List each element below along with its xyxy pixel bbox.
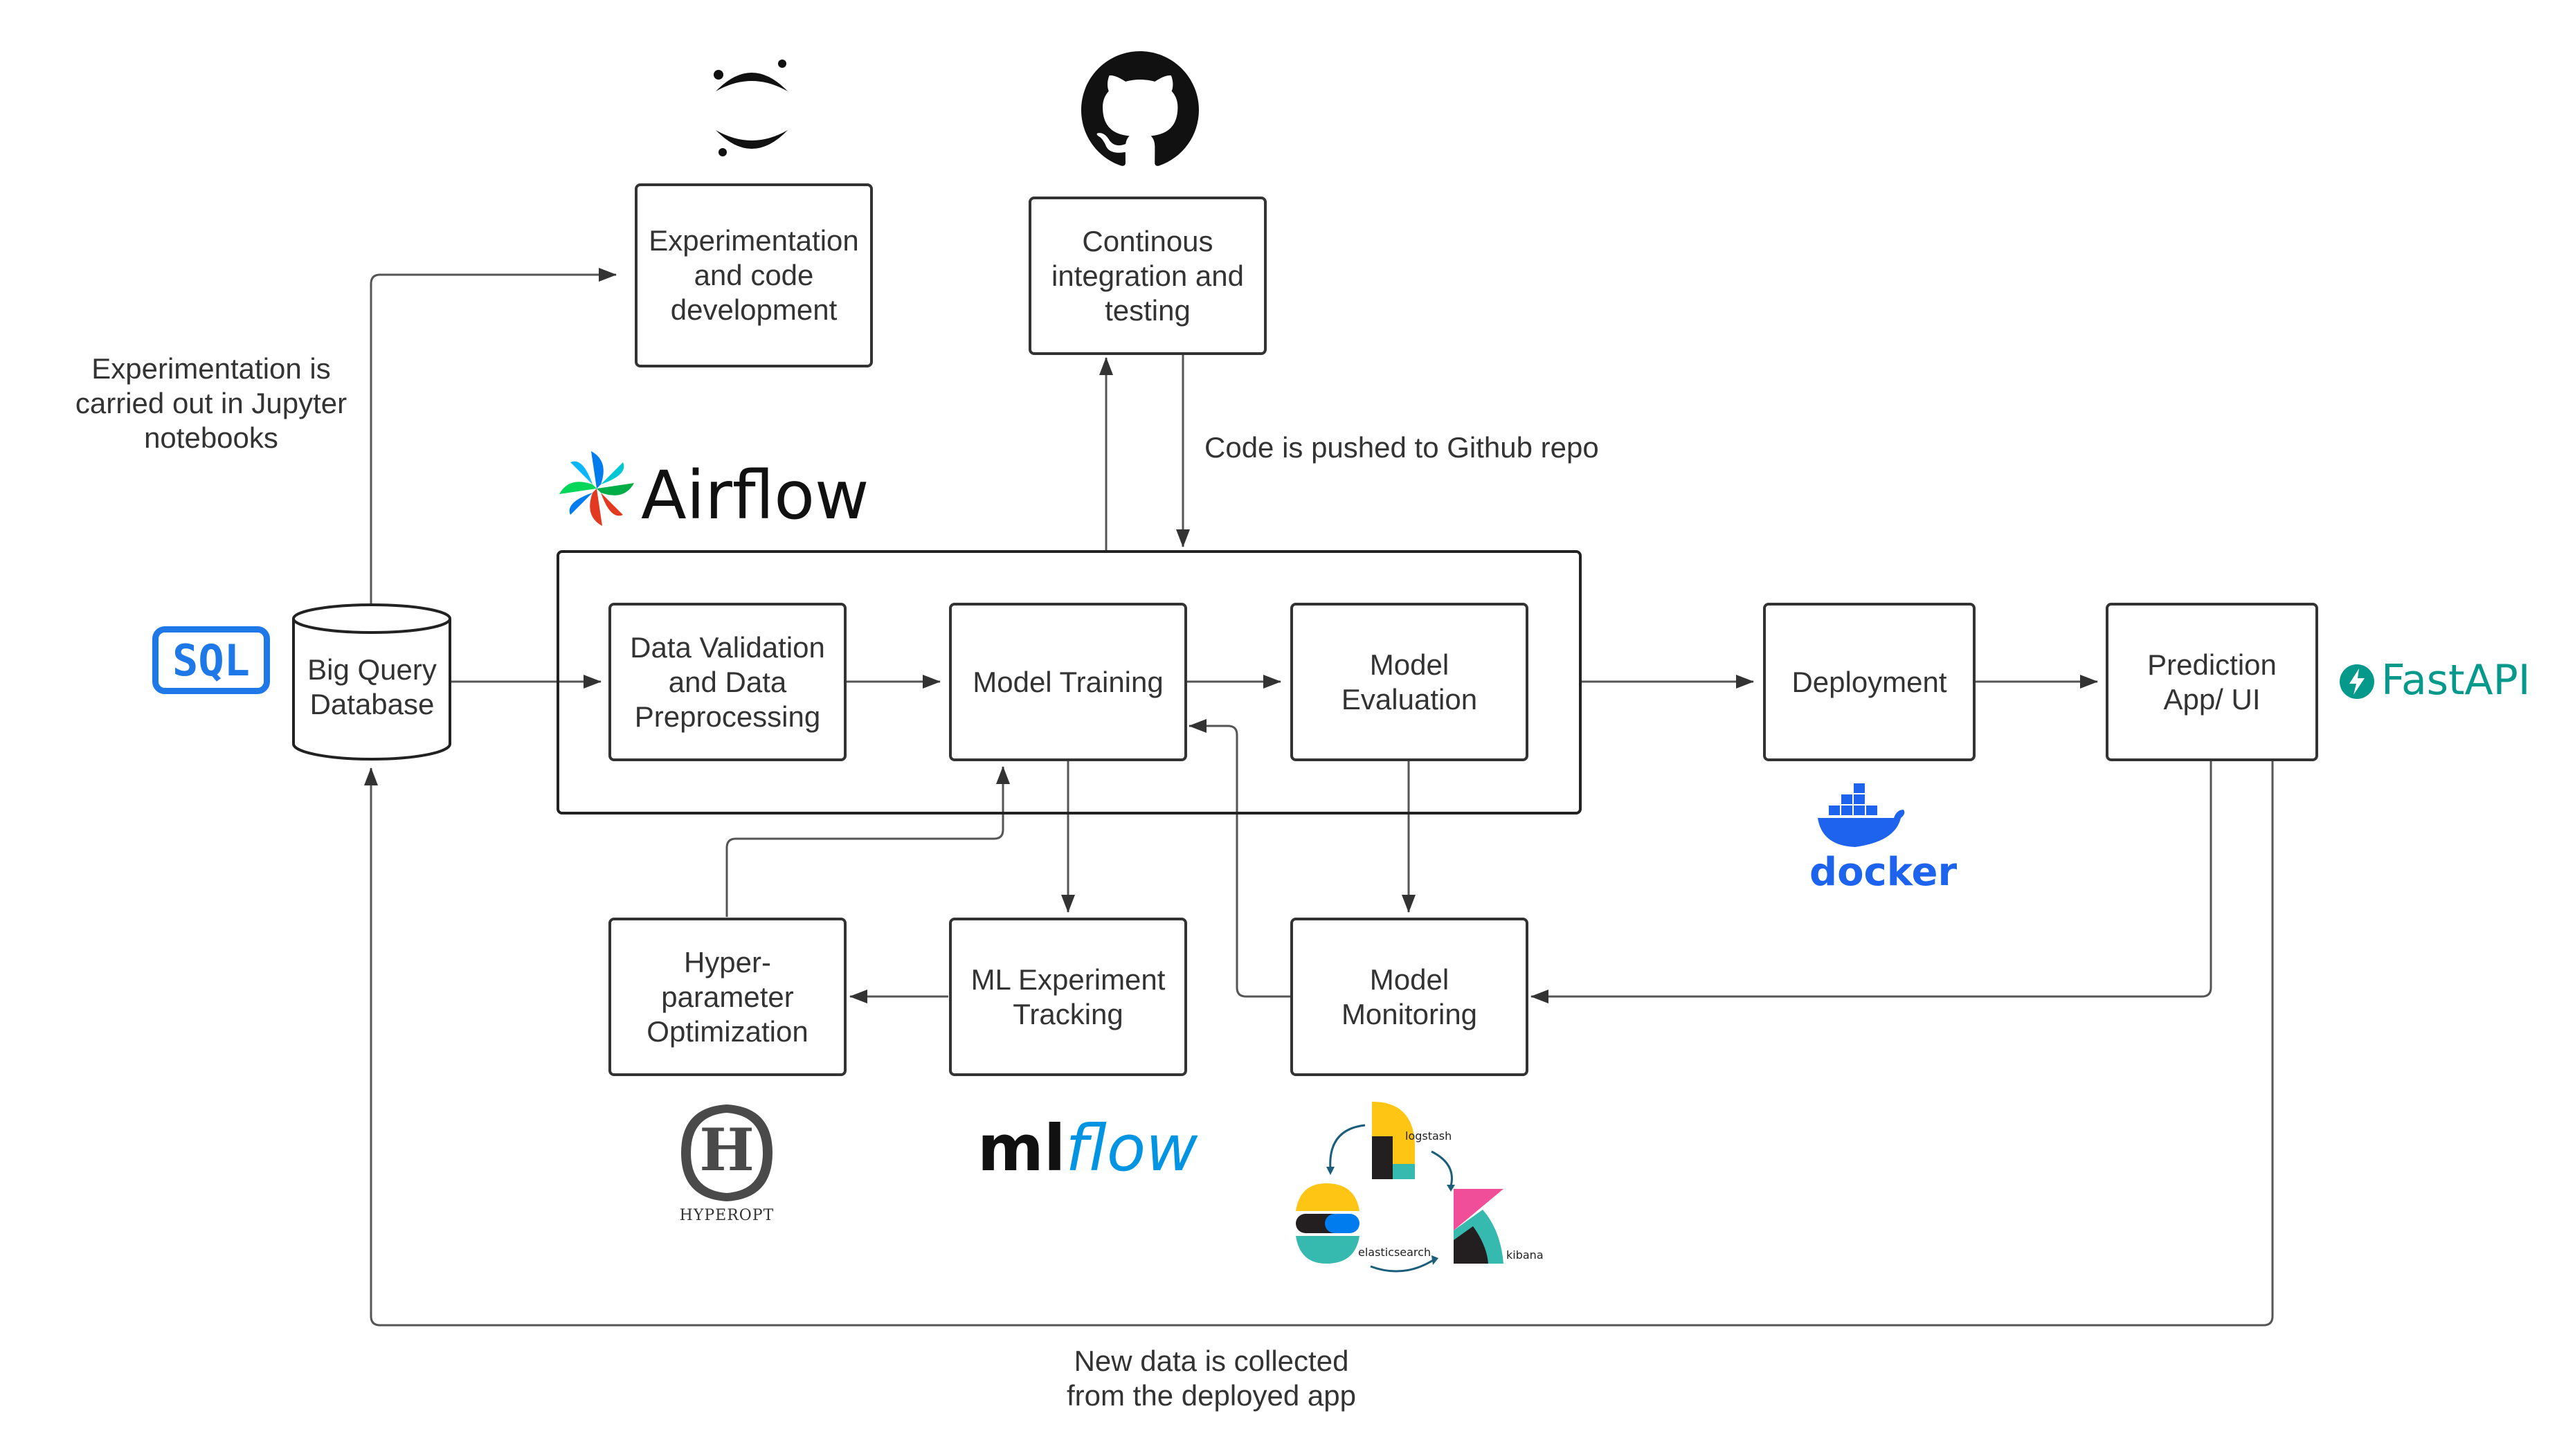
data-validation-node: Data Validation and Data Preprocessing	[608, 603, 847, 761]
sql-label: SQL	[172, 635, 250, 686]
model-training-node: Model Training	[949, 603, 1187, 761]
arrow-prediction-to-db	[364, 761, 2274, 1327]
airflow-icon	[559, 451, 634, 526]
jupyter-icon	[714, 60, 788, 156]
hyperparameter-node: Hyper- parameter Optimization	[608, 918, 847, 1076]
arrow-hyperopt-to-training	[725, 766, 1010, 917]
docker-wordmark: docker	[1809, 850, 1958, 895]
model-evaluation-node: Model Evaluation	[1290, 603, 1528, 761]
mlflow-icon: mlflow	[977, 1111, 1198, 1185]
elk-stack-icon	[1296, 1102, 1503, 1273]
arrow-prediction-to-monitoring	[1530, 761, 2212, 1003]
hyperopt-wordmark: HYPEROPT	[679, 1207, 775, 1224]
deployment-node: Deployment	[1763, 603, 1976, 761]
kibana-label: kibana	[1506, 1248, 1544, 1262]
new-data-note: New data is collected from the deployed …	[1067, 1345, 1356, 1412]
model-monitoring-node: Model Monitoring	[1290, 918, 1528, 1076]
github-icon	[1081, 51, 1199, 166]
hyperopt-icon	[681, 1104, 773, 1201]
ci-node: Continous integration and testing	[1029, 197, 1267, 355]
docker-icon	[1818, 783, 1905, 847]
arrow-db-to-experimentation	[370, 268, 617, 604]
logstash-label: logstash	[1405, 1129, 1452, 1143]
jupyter-note: Experimentation is carried out in Jupyte…	[75, 352, 347, 454]
mlflow-flow: flow	[1065, 1111, 1198, 1185]
airflow-container	[557, 550, 1582, 815]
database-label: Big Query Database	[307, 653, 437, 720]
sql-icon: SQL	[152, 626, 270, 694]
database-cylinder	[292, 603, 451, 761]
fastapi-wordmark: FastAPI	[2381, 656, 2531, 704]
ml-tracking-node: ML Experiment Tracking	[949, 918, 1187, 1076]
github-note: Code is pushed to Github repo	[1204, 431, 1599, 464]
airflow-wordmark: Airflow	[641, 457, 869, 534]
hyperopt-letter: H	[699, 1116, 755, 1184]
fastapi-icon	[2340, 664, 2374, 699]
arrow-monitoring-to-training	[1189, 719, 1291, 998]
experimentation-node: Experimentation and code development	[635, 183, 873, 367]
prediction-app-node: Prediction App/ UI	[2106, 603, 2318, 761]
elasticsearch-label: elasticsearch	[1358, 1246, 1431, 1259]
mlflow-ml: ml	[977, 1111, 1066, 1185]
